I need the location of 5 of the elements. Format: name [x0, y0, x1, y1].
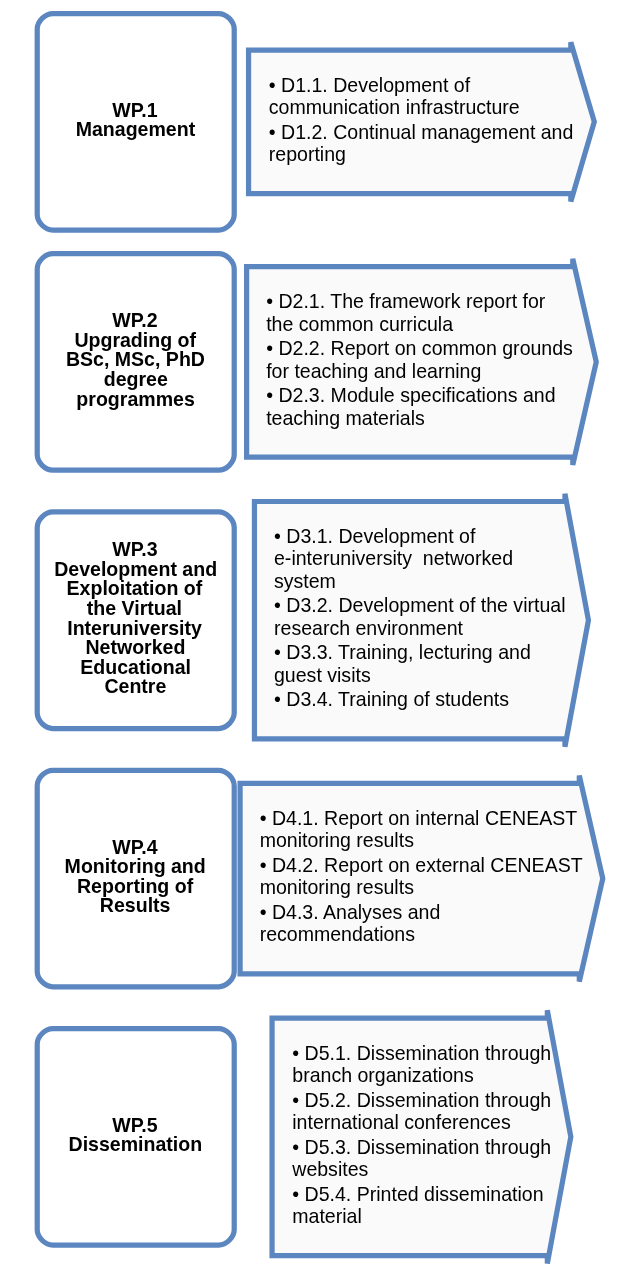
node-box: WP.3 Development and Exploitation of the Virtual Interuniversity Networked Educational Centre [34, 509, 237, 732]
node-box: WP.2 Upgrading of BSc, MSc, PhD degree programmes [34, 251, 237, 473]
node-box: WP.5 Dissemination [34, 1026, 237, 1248]
node-box: WP.1 Management [34, 10, 237, 233]
node-box: WP.4 Monitoring and Reporting of Results [34, 767, 237, 990]
